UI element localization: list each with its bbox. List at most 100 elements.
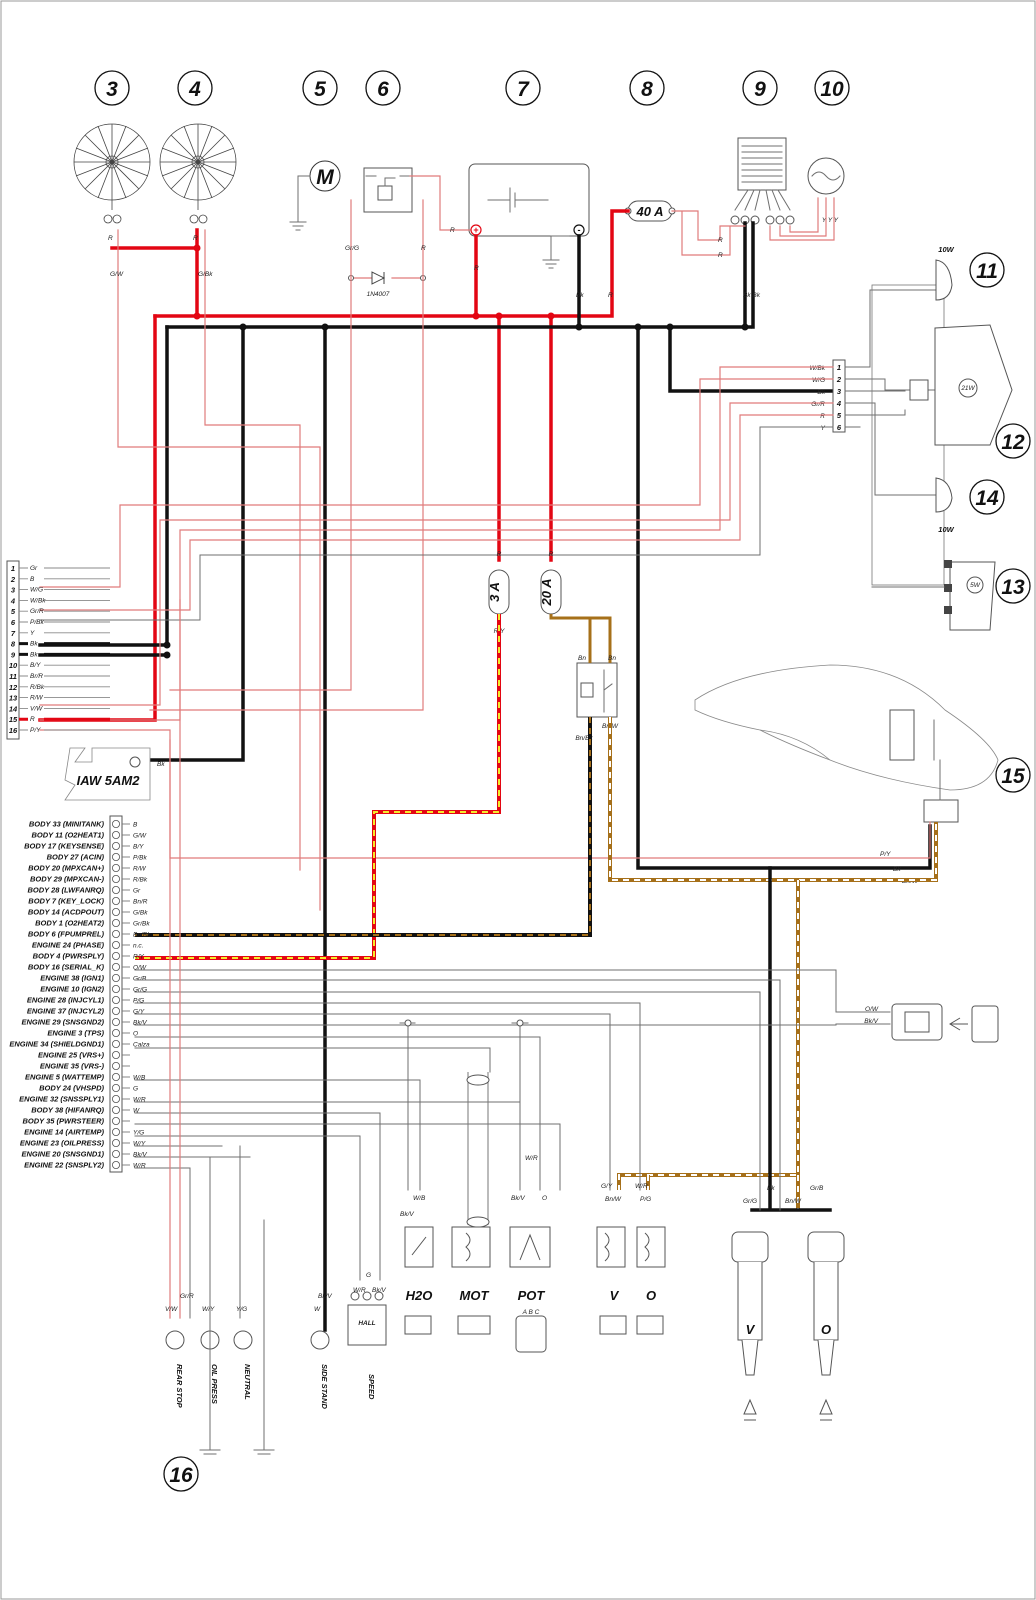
ecu-pin-color: Gr/Bk bbox=[133, 920, 150, 927]
ecu-pin-color: G bbox=[133, 1085, 138, 1092]
left-connector-color: Y bbox=[30, 630, 35, 637]
ecu-pin-name: ENGINE 14 (AIRTEMP) bbox=[24, 1128, 104, 1137]
number-circle: 11 bbox=[969, 252, 1005, 288]
ecu-pin-name: ENGINE 38 (IGN1) bbox=[40, 974, 104, 983]
ecu-pin-socket bbox=[112, 842, 121, 851]
component-number-6: 6 bbox=[377, 78, 389, 101]
left-connector bbox=[6, 560, 20, 740]
label-pump-bk: Bk bbox=[893, 866, 901, 873]
ecu-pin-socket bbox=[112, 985, 121, 994]
ecu-pin-socket bbox=[112, 919, 121, 928]
switch-oil-press: OIL PRESS bbox=[210, 1364, 219, 1404]
label-coil-1: Gr/G bbox=[743, 1198, 757, 1205]
label-pot-2: O bbox=[542, 1195, 547, 1202]
left-connector-pin: 8 bbox=[11, 640, 16, 649]
dash-pin-1: 1 bbox=[837, 363, 841, 372]
left-connector-pin: 15 bbox=[9, 715, 18, 724]
left-connector-color: P/Y bbox=[30, 727, 41, 734]
bkv-wire bbox=[134, 1023, 891, 1026]
bnw-injector-stripe bbox=[618, 880, 799, 1210]
injector-o: O W/R P/G bbox=[635, 1183, 666, 1335]
splice-dots bbox=[404, 1019, 524, 1027]
ecu-pin-name: BODY 1 (O2HEAT2) bbox=[35, 919, 104, 928]
ecu-pin-socket bbox=[112, 864, 121, 873]
component-number-14: 14 bbox=[975, 487, 999, 510]
hall-label: HALL bbox=[358, 1320, 375, 1327]
ecu-pin-name: BODY 38 (HIFANRQ) bbox=[31, 1106, 104, 1115]
dash-internal-wires bbox=[844, 289, 946, 496]
label-reg-r2: R bbox=[718, 252, 723, 259]
ecu-pin-color: B bbox=[133, 821, 138, 828]
ecu-pin-socket bbox=[112, 974, 121, 983]
ecu-pin-name: BODY 33 (MINITANK) bbox=[29, 820, 105, 829]
ecu-pin-socket bbox=[112, 1084, 121, 1093]
left-connector-pin: 1 bbox=[11, 564, 15, 573]
coil-ground-wire bbox=[750, 866, 832, 1212]
fuel-pump-relay bbox=[576, 662, 618, 718]
label-inj-v1: G/Y bbox=[601, 1183, 613, 1190]
fan-power-wire bbox=[110, 228, 199, 250]
injector-v: V G/Y Bn/W bbox=[596, 1183, 627, 1335]
switch-speed: SPEED bbox=[367, 1374, 376, 1400]
junction-dots-black bbox=[163, 323, 749, 659]
relay-battery-wire bbox=[409, 175, 471, 231]
ecu-pin-name: BODY 28 (LWFANRQ) bbox=[27, 886, 104, 895]
label-reg-r1: R bbox=[718, 237, 723, 244]
label-coil-2: Bk bbox=[767, 1185, 775, 1192]
number-circle: 14 bbox=[969, 479, 1005, 515]
headlight-assembly: 21W 10W 10W bbox=[871, 245, 1013, 586]
svg-text:-: - bbox=[578, 225, 581, 235]
dash-pin-3: 3 bbox=[837, 387, 842, 396]
label-relay-bn1: Bn bbox=[578, 655, 586, 662]
number-circle: 4 bbox=[177, 70, 213, 106]
ecu-pin-name: BODY 14 (ACDPOUT) bbox=[28, 908, 105, 917]
left-connector-color: Br/R bbox=[30, 673, 43, 680]
ecu-pin-socket bbox=[112, 1062, 121, 1071]
ecu-pin-socket bbox=[112, 1040, 121, 1049]
ecu-connector bbox=[109, 815, 123, 1173]
switch-grounds bbox=[199, 1219, 275, 1455]
component-number-15: 15 bbox=[1001, 765, 1025, 788]
ecu-pin-name: ENGINE 24 (PHASE) bbox=[32, 941, 105, 950]
label-rs-1: Gr/R bbox=[180, 1293, 194, 1300]
label-pump-py: P/Y bbox=[880, 851, 891, 858]
sensor-gnd-wires bbox=[399, 1022, 529, 1191]
ecu-pin-color: R/Bk bbox=[133, 876, 148, 883]
left-connector-pin: 10 bbox=[9, 661, 18, 670]
left-connector-pin: 2 bbox=[10, 575, 16, 584]
number-circle: 6 bbox=[365, 70, 401, 106]
component-number-16: 16 bbox=[169, 1464, 193, 1487]
component-number-13: 13 bbox=[1001, 576, 1025, 599]
taillight-13: 5W bbox=[871, 560, 996, 631]
regulator-ground-wire bbox=[743, 221, 755, 329]
ecu-header: IAW 5AM2 Bk bbox=[64, 747, 165, 801]
fuse-40a-label: 40 A bbox=[636, 204, 664, 219]
ecu-pin-color: W/R bbox=[133, 1162, 146, 1169]
left-connector-color: Bk bbox=[30, 651, 38, 658]
label-ss-1: Bk/V bbox=[318, 1293, 332, 1300]
ecu-pin-name: ENGINE 23 (OILPRESS) bbox=[20, 1139, 105, 1148]
dash-ground-wire bbox=[668, 325, 835, 393]
ecu-pin-name: ENGINE 20 (SNSGND1) bbox=[21, 1150, 104, 1159]
fuse-3a: 3 A bbox=[487, 569, 510, 615]
left-connector-color: W/Bk bbox=[30, 597, 46, 604]
label-inj-o1: W/R bbox=[635, 1183, 648, 1190]
left-connector-color: B bbox=[30, 576, 35, 583]
main-fuse-8: 40 A bbox=[624, 200, 676, 222]
oil-neutral-wires bbox=[209, 1145, 241, 1319]
left-connector-color: Gr bbox=[30, 565, 38, 572]
ecu-pin-color: P/G bbox=[133, 997, 144, 1004]
ecu-pin-color: Gr/B bbox=[133, 975, 147, 982]
dash-color-3: Bk bbox=[817, 389, 825, 396]
fan-4 bbox=[159, 123, 237, 224]
ecu-pin-socket bbox=[112, 1007, 121, 1016]
ecu-pin-name: BODY 29 (MPXCAN-) bbox=[30, 875, 105, 884]
bnw-wire-stripe bbox=[609, 717, 937, 881]
inj-v-label: V bbox=[610, 1288, 620, 1303]
stator-10: Y Y Y bbox=[807, 157, 845, 224]
relay-r-wire bbox=[149, 199, 424, 711]
number-circle: 5 bbox=[302, 70, 338, 106]
ecu-pin-color: Bn/Bk bbox=[133, 931, 151, 938]
h2o-sensor: H2O W/B Bk/V bbox=[400, 1195, 434, 1335]
